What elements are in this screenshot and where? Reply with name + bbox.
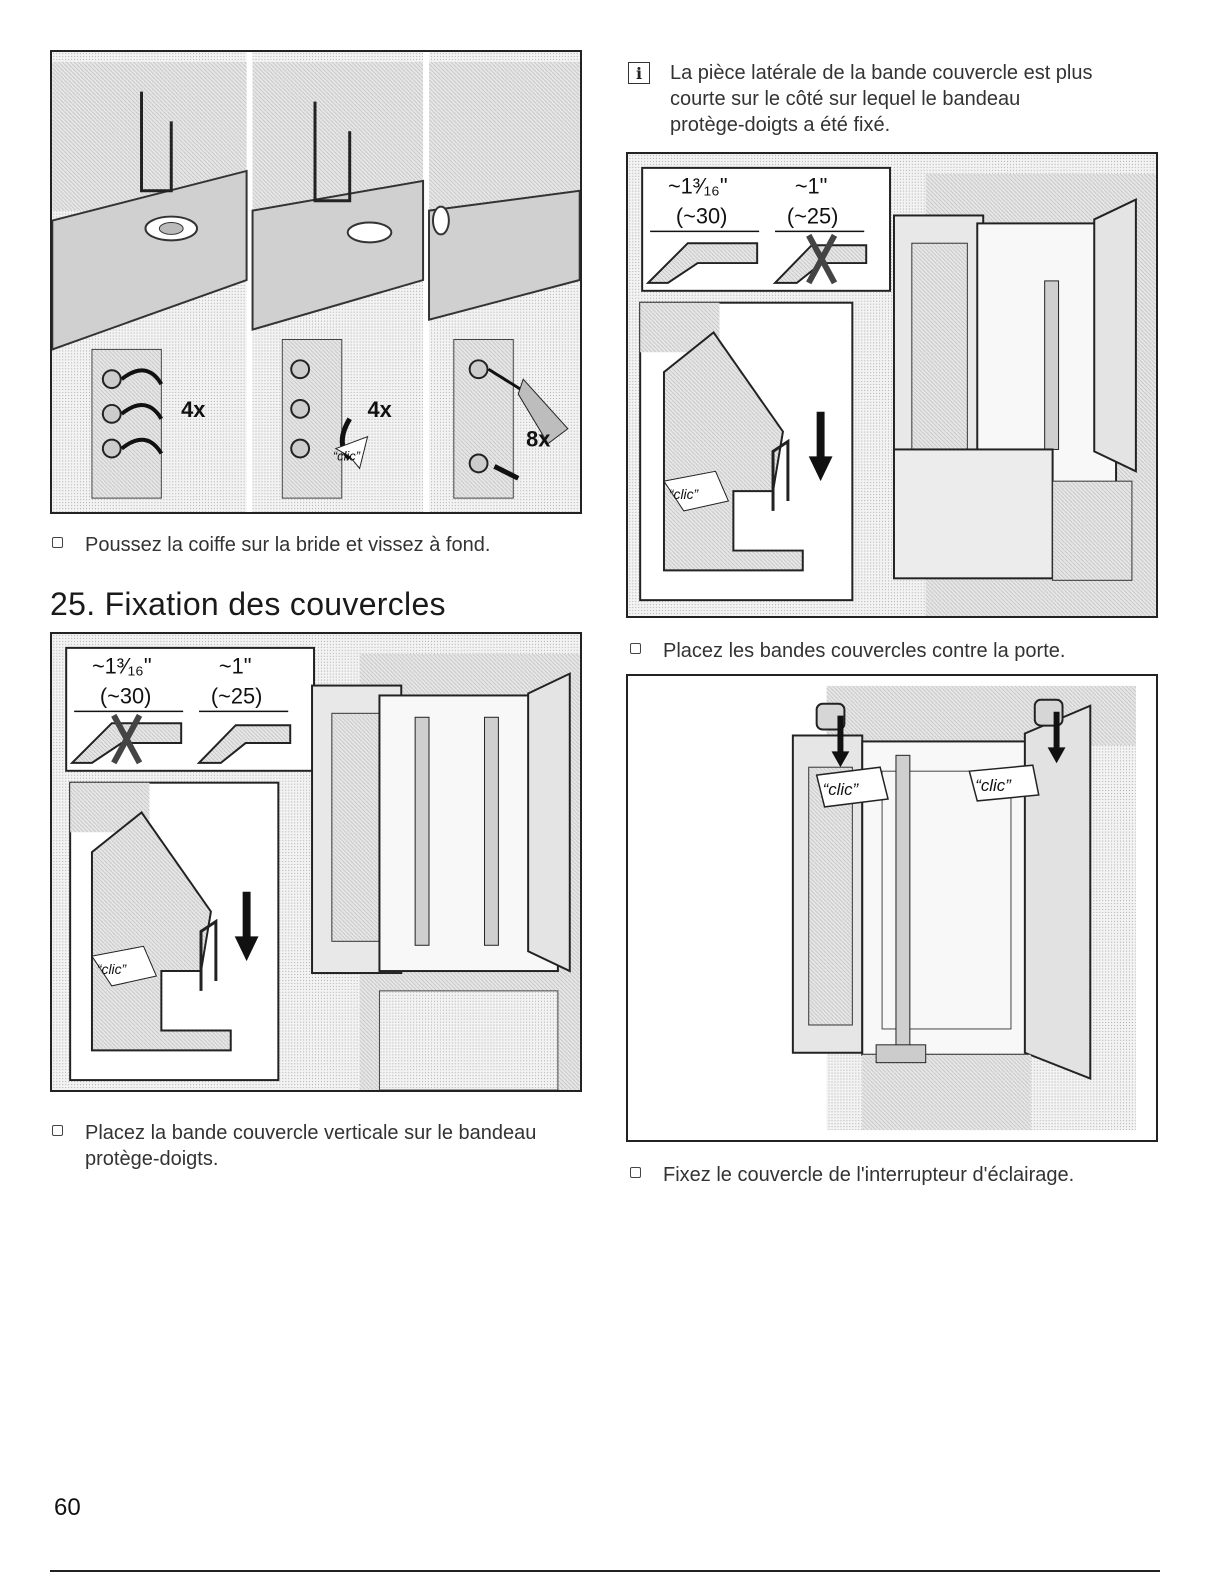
panel-2: “clic” 4x: [251, 61, 425, 499]
info-note: i La pièce latérale de la bande couvercl…: [628, 60, 1168, 138]
figure-cover-strip-lengths: ~1³⁄₁₆" (~30) ~1" (~25) “clic”: [626, 152, 1158, 618]
dim-1-inches: ~1³⁄₁₆": [668, 174, 728, 199]
dim-1-mm: (~30): [676, 203, 728, 228]
step-text: Placez la bande couvercle verticale sur …: [85, 1120, 536, 1172]
info-line-2: courte sur le côté sur lequel le bandeau: [670, 88, 1021, 110]
cover-strip-lengths-drawing: ~1³⁄₁₆" (~30) ~1" (~25) “clic”: [628, 154, 1156, 616]
vertical-cover-strip-drawing: ~1³⁄₁₆" (~30) ~1" (~25) “clic”: [52, 634, 580, 1090]
dim-1-inches: ~1³⁄₁₆": [92, 654, 152, 679]
step-fix-light-switch-cover: Fixez le couvercle de l'interrupteur d'é…: [630, 1162, 1170, 1188]
dim-2-inches: ~1": [219, 654, 252, 679]
step-place-vertical-strip: Placez la bande couvercle verticale sur …: [52, 1120, 582, 1172]
cover-strips-door-drawing: “clic” “clic”: [628, 676, 1156, 1140]
count-label-1: 4x: [181, 397, 205, 422]
checkbox-icon: [630, 1167, 641, 1178]
step-text: Poussez la coiffe sur la bride et vissez…: [85, 534, 491, 556]
screw-assembly-drawing: 4x “clic” 4x 8x: [52, 52, 580, 512]
panel-1: 4x: [52, 61, 248, 499]
step-text-line-2: protège-doigts.: [85, 1148, 219, 1170]
clic-label-right: “clic”: [975, 776, 1012, 795]
info-line-1: La pièce latérale de la bande couvercle …: [670, 62, 1093, 84]
figure-screw-assembly: 4x “clic” 4x 8x: [50, 50, 582, 514]
clic-label-3: “clic”: [669, 486, 700, 502]
checkbox-icon: [52, 537, 63, 548]
checkbox-icon: [52, 1125, 63, 1136]
step-push-cap: Poussez la coiffe sur la bride et vissez…: [52, 532, 582, 558]
dim-2-inches: ~1": [795, 174, 828, 199]
fridge-open-doors: “clic” “clic”: [791, 698, 1092, 1131]
page-number: 60: [54, 1494, 81, 1521]
info-text: La pièce latérale de la bande couvercle …: [670, 60, 1093, 138]
profile-inset: “clic”: [69, 781, 280, 1082]
panel-3: 8x: [428, 61, 580, 499]
count-label-2: 4x: [368, 397, 392, 422]
dim-1-mm: (~30): [100, 683, 152, 708]
clic-label-1: “clic”: [333, 448, 361, 463]
cross-mark-icon: [806, 233, 838, 285]
step-place-strips-door: Placez les bandes couvercles contre la p…: [630, 638, 1170, 664]
dim-2-mm: (~25): [211, 683, 263, 708]
checkbox-icon: [630, 643, 641, 654]
info-line-3: protège-doigts a été fixé.: [670, 114, 891, 136]
figure-vertical-cover-strip: ~1³⁄₁₆" (~30) ~1" (~25) “clic”: [50, 632, 582, 1092]
fridge-door-drawing: [892, 173, 1156, 616]
step-text: Placez les bandes couvercles contre la p…: [663, 640, 1066, 662]
clic-label-2: “clic”: [97, 961, 128, 977]
section-title: 25. Fixation des couvercles: [50, 586, 446, 622]
fridge-door-drawing: [311, 653, 580, 1090]
bottom-rule: [50, 1570, 1160, 1572]
clic-label-left: “clic”: [823, 780, 860, 799]
dim-2-mm: (~25): [787, 203, 839, 228]
dimension-inset: ~1³⁄₁₆" (~30) ~1" (~25): [641, 166, 892, 292]
profile-inset: “clic”: [639, 301, 854, 602]
figure-cover-strips-door: “clic” “clic”: [626, 674, 1158, 1142]
dimension-inset: ~1³⁄₁₆" (~30) ~1" (~25): [65, 646, 316, 772]
info-icon: i: [628, 62, 650, 84]
cross-mark-icon: [111, 713, 143, 765]
step-text-line-1: Placez la bande couvercle verticale sur …: [85, 1122, 537, 1144]
step-text: Fixez le couvercle de l'interrupteur d'é…: [663, 1164, 1075, 1186]
count-label-3: 8x: [526, 427, 550, 452]
